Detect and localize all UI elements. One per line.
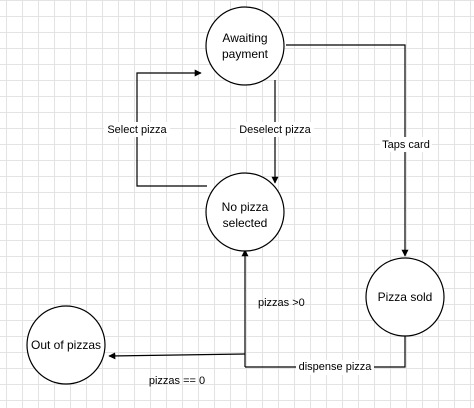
state-awaiting-payment-line1: Awaiting (222, 31, 267, 45)
state-awaiting-payment: Awaiting payment (205, 6, 285, 86)
state-pizza-sold-label: Pizza sold (378, 290, 433, 304)
state-no-pizza-selected: No pizza selected (205, 172, 285, 252)
states: Awaiting payment No pizza selected Pizza… (26, 6, 445, 385)
state-awaiting-payment-line2: payment (222, 47, 269, 61)
edge-pizzas-eq-zero (108, 352, 246, 360)
label-deselect-pizza: Deselect pizza (239, 124, 311, 136)
label-pizzas-eq-zero: pizzas == 0 (149, 375, 205, 387)
edge-taps-card (286, 44, 409, 257)
state-no-pizza-line1: No pizza (222, 200, 269, 214)
state-out-of-pizzas-label: Out of pizzas (31, 338, 101, 352)
state-pizza-sold: Pizza sold (365, 257, 445, 337)
state-out-of-pizzas: Out of pizzas (26, 305, 106, 385)
label-dispense-pizza: dispense pizza (299, 361, 373, 373)
label-pizzas-gt-zero: pizzas >0 (258, 297, 305, 309)
edge-labels: Select pizza Deselect pizza Taps card di… (104, 122, 432, 387)
label-taps-card: Taps card (382, 139, 430, 151)
state-no-pizza-line2: selected (223, 216, 268, 230)
label-select-pizza: Select pizza (107, 124, 167, 136)
edges (108, 44, 409, 368)
